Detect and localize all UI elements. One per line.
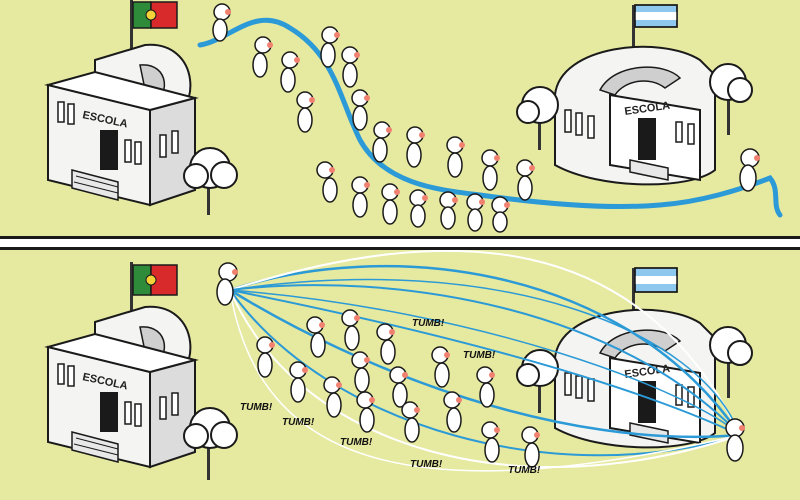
tree bbox=[709, 63, 753, 135]
child bbox=[323, 376, 342, 418]
skipping-rope-arcs bbox=[229, 250, 742, 472]
child bbox=[212, 3, 231, 42]
bottom-panel-drawing: ESCOLA bbox=[0, 250, 800, 500]
top-panel-drawing: ESCOLA bbox=[0, 0, 800, 236]
child bbox=[351, 89, 370, 131]
child bbox=[431, 346, 450, 388]
child bbox=[389, 366, 408, 408]
child bbox=[521, 426, 540, 468]
child bbox=[466, 193, 485, 232]
tree bbox=[516, 86, 559, 150]
argentina-flag bbox=[634, 4, 678, 28]
sound-effect-tumb: TUMB! bbox=[463, 350, 496, 361]
child bbox=[481, 421, 500, 463]
child bbox=[409, 189, 428, 228]
sound-effect-tumb: TUMB! bbox=[412, 318, 445, 329]
child bbox=[381, 183, 400, 225]
top-panel: ESCOLA bbox=[0, 0, 800, 236]
portugal-flag bbox=[132, 1, 178, 29]
child bbox=[439, 191, 458, 230]
child bbox=[516, 159, 535, 201]
child bbox=[725, 418, 745, 462]
tree bbox=[183, 407, 238, 480]
child bbox=[739, 148, 760, 192]
right-school-g: ESCOLA bbox=[554, 4, 716, 186]
child bbox=[252, 36, 273, 78]
sound-effect-tumb: TUMB! bbox=[240, 402, 273, 413]
child bbox=[280, 51, 300, 93]
sound-effect-tumb: TUMB! bbox=[340, 437, 373, 448]
child bbox=[481, 149, 500, 191]
child bbox=[216, 262, 238, 306]
rope-turners bbox=[216, 262, 745, 462]
panel-divider bbox=[0, 236, 800, 250]
child bbox=[446, 136, 465, 178]
child bbox=[316, 161, 338, 203]
child bbox=[256, 336, 275, 378]
children-group bbox=[212, 3, 760, 233]
portugal-flag bbox=[132, 264, 178, 296]
child bbox=[356, 391, 375, 433]
child bbox=[341, 46, 360, 88]
sound-effect-tumb: TUMB! bbox=[508, 465, 541, 476]
left-school-p: ESCOLA bbox=[44, 262, 199, 469]
child bbox=[320, 26, 340, 68]
argentina-flag bbox=[634, 267, 678, 293]
child bbox=[376, 323, 396, 365]
child bbox=[289, 361, 308, 403]
child bbox=[372, 121, 392, 163]
sound-effect-tumb: TUMB! bbox=[282, 417, 315, 428]
sound-effect-tumb: TUMB! bbox=[410, 459, 443, 470]
child bbox=[406, 126, 425, 168]
tree bbox=[709, 326, 753, 398]
right-school-g: ESCOLA bbox=[554, 267, 716, 449]
sound-effects: TUMB! TUMB! TUMB! TUMB! TUMB! TUMB! TUMB… bbox=[240, 318, 541, 476]
child bbox=[401, 401, 420, 443]
child bbox=[306, 316, 326, 358]
child bbox=[341, 309, 360, 351]
child bbox=[296, 91, 315, 133]
child bbox=[476, 366, 495, 408]
child bbox=[491, 196, 510, 233]
tree bbox=[183, 147, 238, 215]
child bbox=[443, 391, 462, 433]
bottom-panel: ESCOLA bbox=[0, 250, 800, 500]
child bbox=[351, 176, 370, 218]
tree bbox=[516, 349, 559, 413]
jumping-children bbox=[256, 309, 540, 468]
